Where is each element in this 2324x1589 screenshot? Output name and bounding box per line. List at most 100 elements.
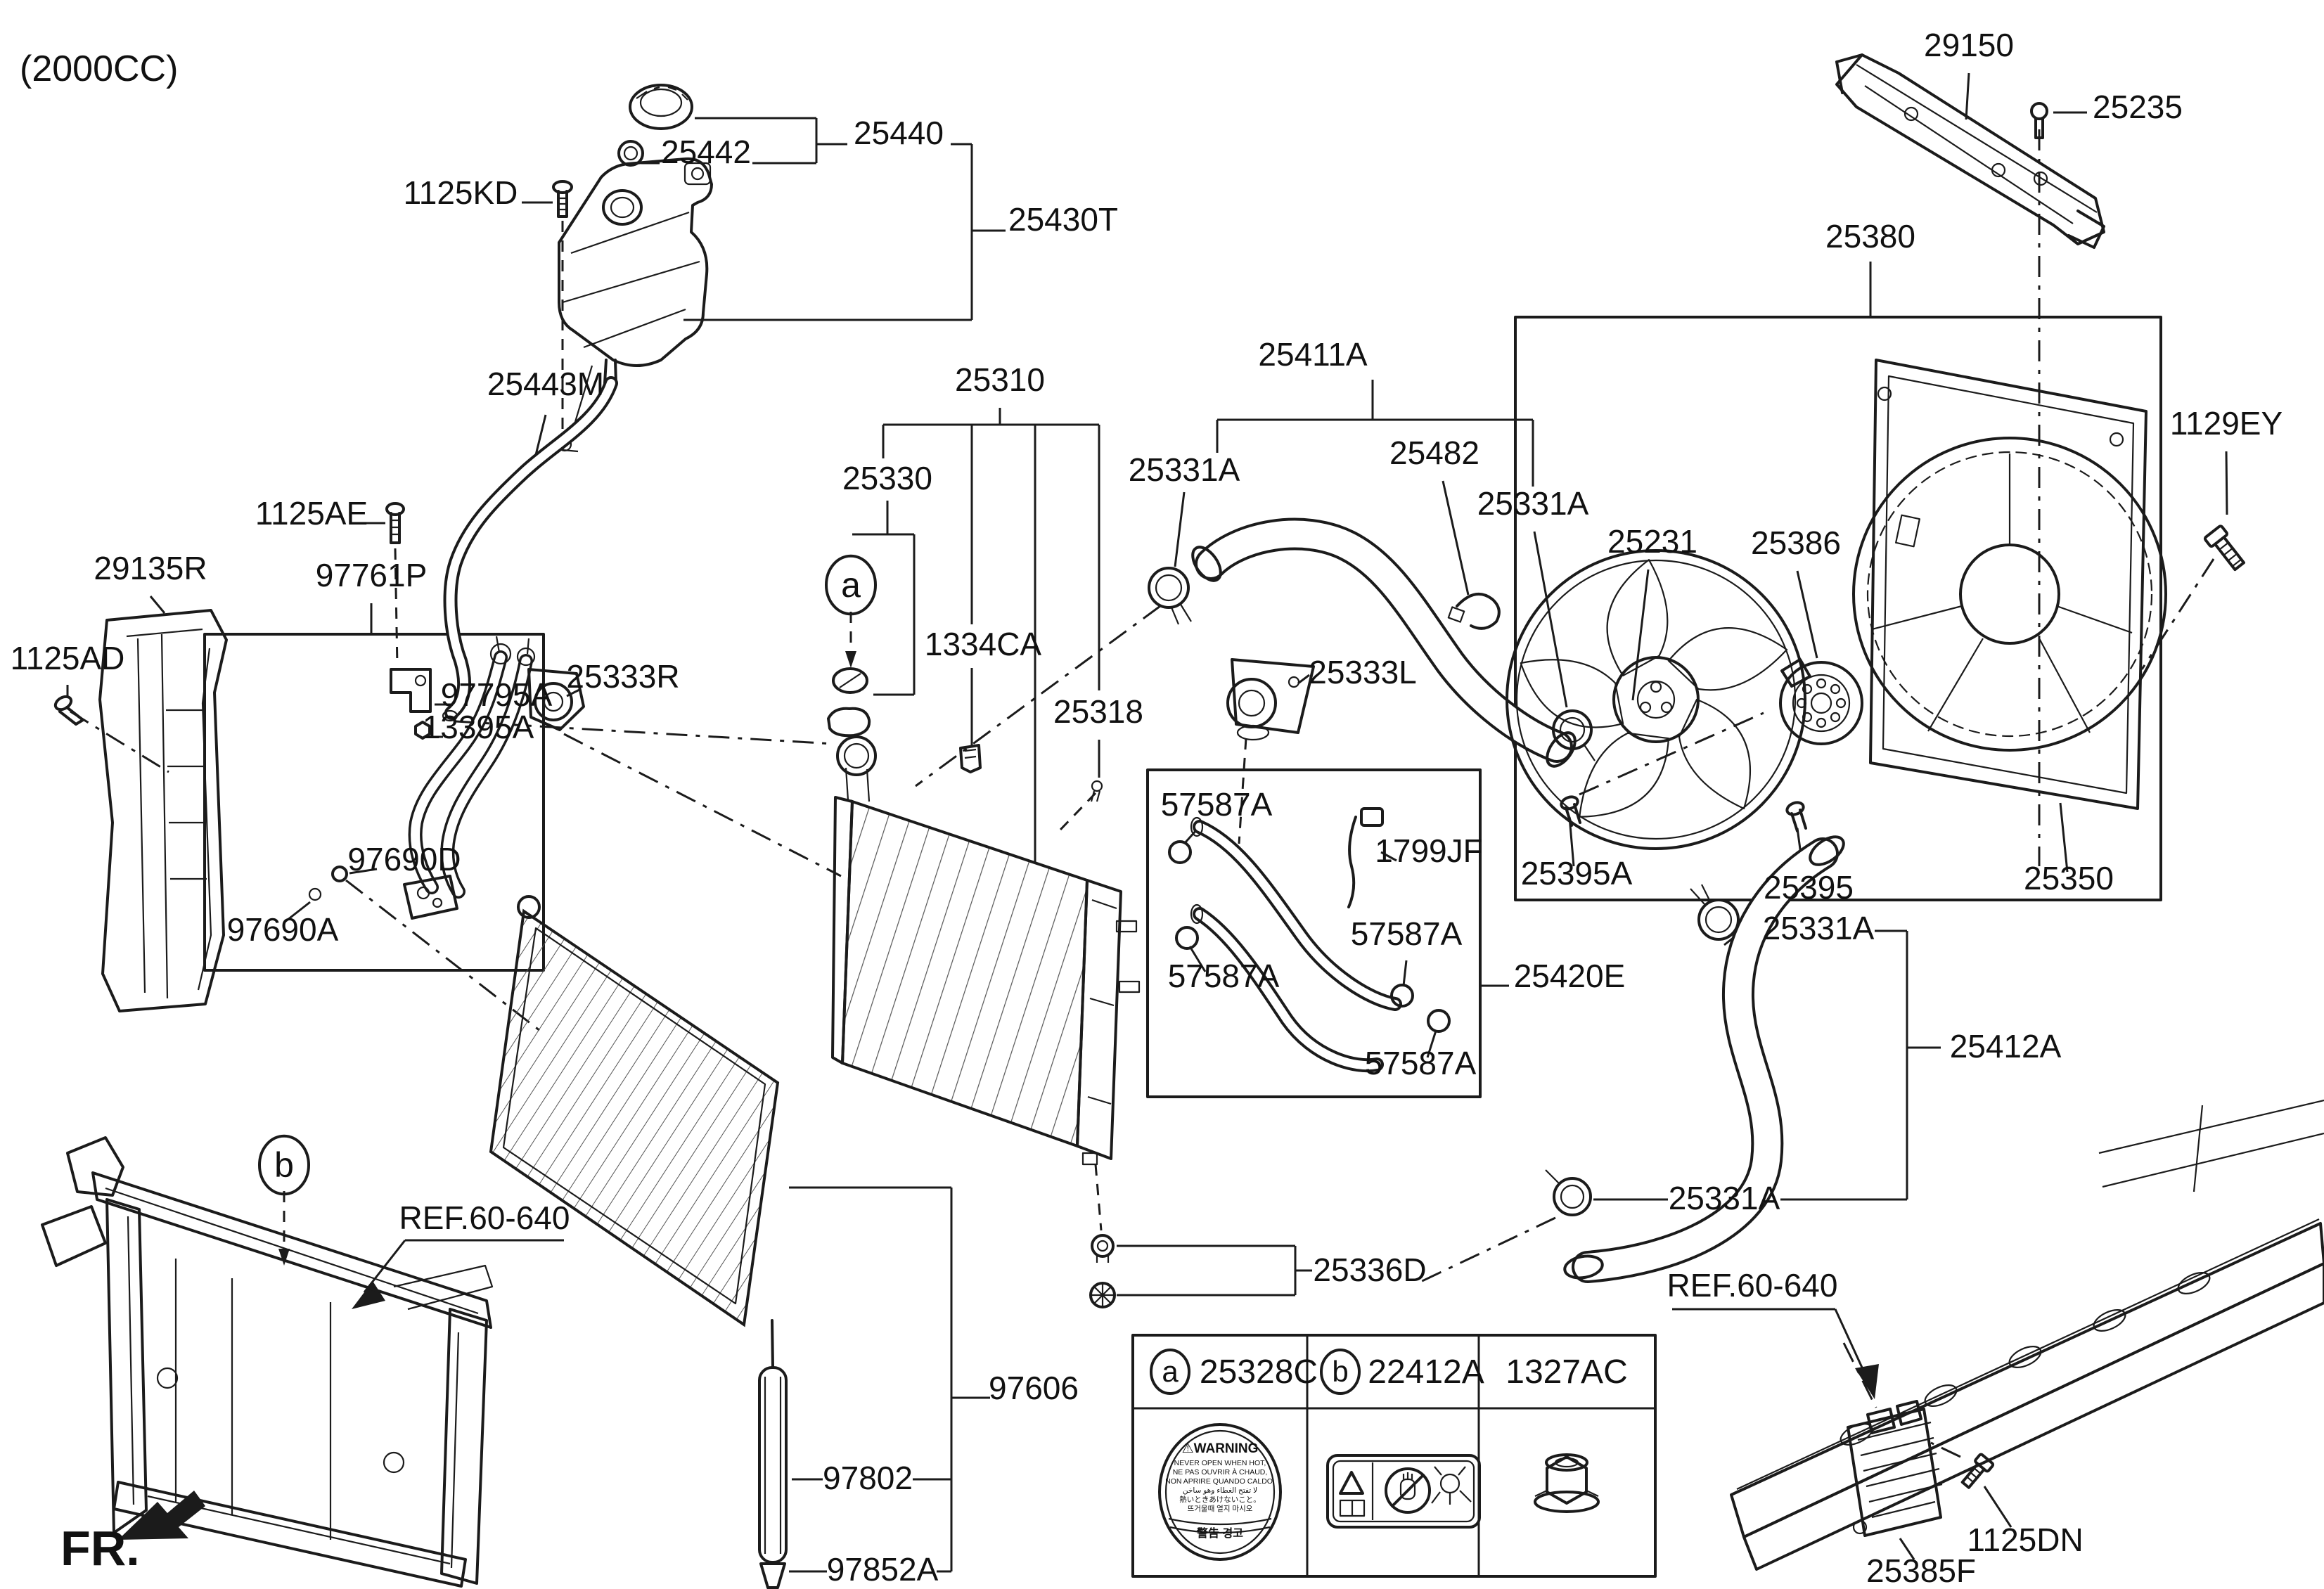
part-label-25333R-23: 25333R xyxy=(566,658,679,695)
legend-badge-a xyxy=(1150,1349,1190,1395)
part-label-25430T-3: 25430T xyxy=(1008,201,1118,238)
part-label-25318-27: 25318 xyxy=(1053,693,1143,730)
reservoir-tank-drawing xyxy=(557,157,713,453)
part-label-25331A-41: 25331A xyxy=(1669,1180,1780,1216)
part-label-1125KD-4: 1125KD xyxy=(404,174,518,211)
flange-nut-icon xyxy=(1534,1453,1600,1513)
part-label-1125DN-48: 1125DN xyxy=(1967,1522,2083,1558)
warning-label-line-5: 뜨거울때 열지 마시오 xyxy=(1188,1505,1253,1513)
cooling-fan-drawing xyxy=(1506,549,1806,850)
fan-assembly-box xyxy=(1514,316,2162,901)
part-label-57587A-35: 57587A xyxy=(1351,915,1463,952)
part-label-REF60640-42: REF.60-640 xyxy=(399,1199,570,1236)
part-label-25331A-13: 25331A xyxy=(1129,451,1240,488)
warning-label-footer: 警告 경고 xyxy=(1196,1526,1243,1540)
clip-25482-drawing xyxy=(1447,592,1501,630)
fan-blade-0 xyxy=(1678,698,1752,810)
screw-25235-drawing xyxy=(2030,102,2048,139)
drain-plug-drawing xyxy=(1089,1234,1116,1308)
part-label-25411A-11: 25411A xyxy=(1258,336,1368,373)
radiator-drawing xyxy=(831,735,1141,1166)
part-label-25412A-39: 25412A xyxy=(1950,1028,2062,1064)
part-label-29150-6: 29150 xyxy=(1924,27,2014,63)
warning-label-line-4: 熱いときあけないこと。 xyxy=(1179,1495,1261,1504)
part-label-25395-32: 25395 xyxy=(1764,869,1854,906)
callout-badge-circle-a xyxy=(825,554,877,616)
fan-shroud-drawing xyxy=(1852,359,2167,810)
part-label-25420E-36: 25420E xyxy=(1514,958,1626,994)
ac-pipe-box xyxy=(203,633,545,972)
callout-badges-layer: ab xyxy=(258,554,877,1196)
warning-triangle-icon xyxy=(1339,1471,1364,1495)
part-label-1125AE-16: 1125AE xyxy=(255,495,368,532)
screw-25395-drawing xyxy=(1785,801,1807,832)
pipe-bracket-drawing xyxy=(390,668,432,740)
reservoir-cap-drawing xyxy=(617,84,693,167)
part-labels-layer: (2000CC)254422544025430T1125KD25443M2915… xyxy=(11,27,2283,1589)
heater-pipe-drawing xyxy=(1168,807,1451,1073)
leader-lines xyxy=(66,72,2228,1573)
part-label-REF60640-44: REF.60-640 xyxy=(1667,1267,1838,1304)
part-label-25385F-49: 25385F xyxy=(1866,1552,1976,1589)
hose-clamp-a-drawing xyxy=(1148,567,1192,625)
part-label-25310-10: 25310 xyxy=(955,361,1045,398)
warning-label-heading: ⚠WARNING xyxy=(1182,1441,1259,1456)
sill-cover-drawing xyxy=(1835,53,2105,249)
bolt-1125ad-drawing xyxy=(53,695,84,726)
caution-sticker-icon xyxy=(1326,1454,1481,1529)
condenser-drawing xyxy=(489,895,788,1589)
part-label-29135R-17: 29135R xyxy=(94,550,207,586)
part-label-25386-20: 25386 xyxy=(1751,525,1841,561)
fan-controller-drawing xyxy=(1847,1400,1943,1537)
mount-bracket-right-drawing xyxy=(527,668,585,731)
group-boxes xyxy=(203,316,2162,1098)
fan-blade-3 xyxy=(1606,559,1669,677)
part-label-25336D-43: 25336D xyxy=(1313,1252,1426,1288)
part-label-25395A-31: 25395A xyxy=(1521,855,1633,892)
fan-blade-1 xyxy=(1579,732,1670,818)
part-label-57587A-40: 57587A xyxy=(1365,1045,1477,1081)
legend-badge-b xyxy=(1320,1349,1361,1395)
part-label-25443M-5: 25443M xyxy=(487,366,604,402)
front-end-module-drawing xyxy=(41,1136,494,1588)
part-label-97761P-18: 97761P xyxy=(316,557,428,593)
hose-clamp-d-drawing xyxy=(1545,1169,1592,1216)
screw-25395a-drawing xyxy=(1560,795,1581,827)
bolt-1125ae-drawing xyxy=(385,502,405,544)
part-label-FR-50: FR. xyxy=(60,1521,140,1576)
ac-pipe-drawing xyxy=(308,636,536,920)
part-label-25440-2: 25440 xyxy=(854,115,944,151)
part-label-97606-45: 97606 xyxy=(989,1370,1079,1406)
reservoir-hose-drawing xyxy=(442,376,618,722)
part-label-2000CC-0: (2000CC) xyxy=(20,49,178,89)
callout-badge-letter-b: b xyxy=(274,1145,294,1185)
callout-badge-circle-b xyxy=(258,1134,310,1196)
clip-1334ca-drawing xyxy=(959,744,982,773)
warning-label-line-0: NEVER OPEN WHEN HOT, xyxy=(1174,1459,1266,1467)
heater-pipe-box xyxy=(1146,768,1482,1098)
part-label-1129EY-9: 1129EY xyxy=(2170,405,2283,442)
part-label-25333L-25: 25333L xyxy=(1309,654,1417,690)
part-label-1125AD-22: 1125AD xyxy=(11,640,125,676)
legend-code-22412A: 22412A xyxy=(1368,1353,1484,1391)
fan-blade-2 xyxy=(1520,659,1624,728)
no-hand-icon xyxy=(1385,1467,1431,1514)
warning-label-line-3: لا تفتح الغطاء وهو ساخن xyxy=(1183,1486,1257,1495)
part-label-13395A-26: 13395A xyxy=(423,709,534,745)
part-label-1799JF-29: 1799JF xyxy=(1375,832,1482,869)
radiator-cap-drawing xyxy=(827,667,871,738)
frame-rail-drawing xyxy=(1730,1099,2324,1571)
part-label-25331A-15: 25331A xyxy=(1477,485,1589,522)
upper-hose-drawing xyxy=(1191,517,1577,768)
hose-clamp-c-drawing xyxy=(1690,884,1740,941)
callout-badge-letter-a: a xyxy=(841,565,861,605)
part-label-97802-46: 97802 xyxy=(823,1460,913,1496)
bolt-1129ey-drawing xyxy=(2203,525,2246,572)
warning-label-line-2: NON APRIRE QUANDO CALDO, xyxy=(1165,1477,1275,1486)
part-label-97852A-47: 97852A xyxy=(827,1551,939,1588)
part-label-57587A-38: 57587A xyxy=(1168,958,1280,994)
